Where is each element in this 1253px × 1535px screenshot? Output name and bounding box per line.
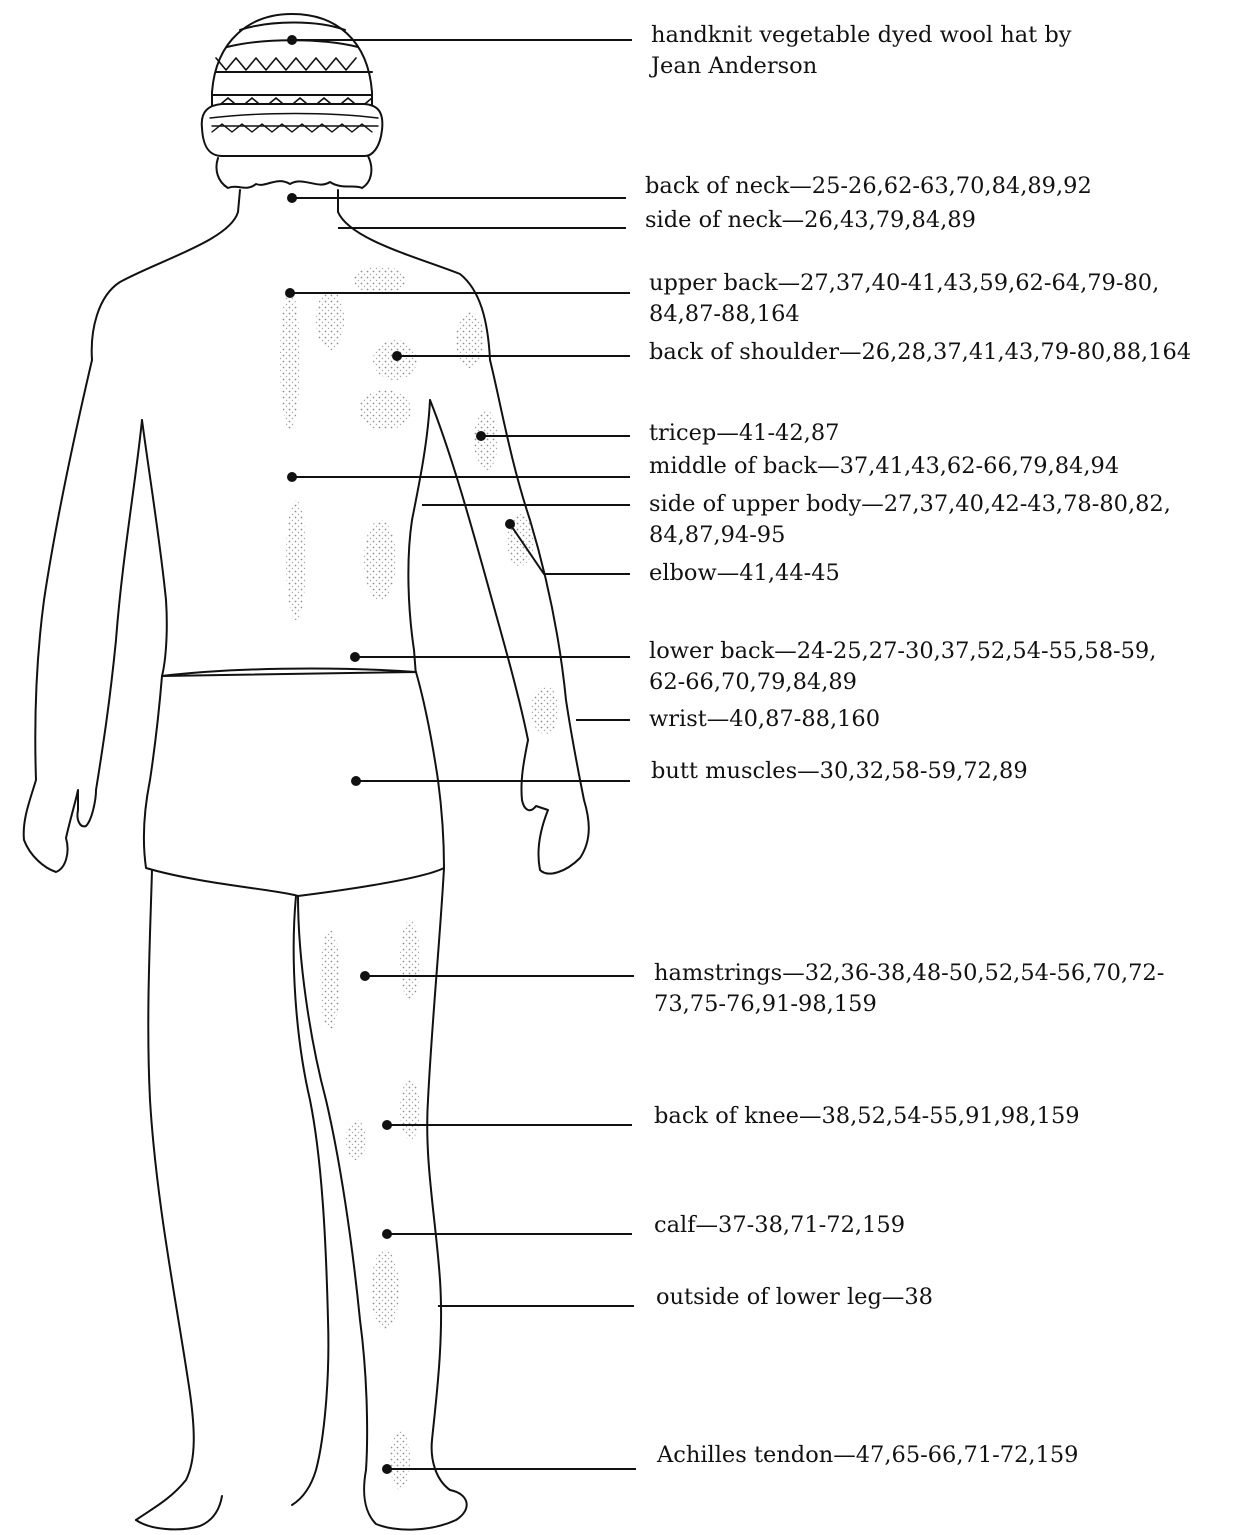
- label-line: calf—37-38,71-72,159: [654, 1210, 905, 1241]
- hair-drawing: [216, 156, 371, 188]
- label-lower-back: lower back—24-25,27-30,37,52,54-55,58-59…: [649, 636, 1156, 698]
- label-side-of-neck: side of neck—26,43,79,84,89: [645, 205, 976, 236]
- label-line: outside of lower leg—38: [656, 1282, 933, 1313]
- label-line: middle of back—37,41,43,62-66,79,84,94: [649, 451, 1119, 482]
- label-elbow: elbow—41,44-45: [649, 558, 840, 589]
- label-back-of-neck: back of neck—25-26,62-63,70,84,89,92: [645, 171, 1092, 202]
- label-line: hamstrings—32,36-38,48-50,52,54-56,70,72…: [654, 958, 1164, 989]
- label-back-of-knee: back of knee—38,52,54-55,91,98,159: [654, 1101, 1080, 1132]
- label-line: 84,87,94-95: [649, 520, 1171, 551]
- label-line: butt muscles—30,32,58-59,72,89: [651, 756, 1028, 787]
- label-line: Jean Anderson: [651, 51, 1071, 82]
- label-line: 62-66,70,79,84,89: [649, 667, 1156, 698]
- label-back-of-shoulder: back of shoulder—26,28,37,41,43,79-80,88…: [649, 337, 1191, 368]
- label-line: back of knee—38,52,54-55,91,98,159: [654, 1101, 1080, 1132]
- label-achilles-tendon: Achilles tendon—47,65-66,71-72,159: [657, 1440, 1079, 1471]
- label-line: 73,75-76,91-98,159: [654, 989, 1164, 1020]
- label-outside-of-lower-leg: outside of lower leg—38: [656, 1282, 933, 1313]
- label-upper-back: upper back—27,37,40-41,43,59,62-64,79-80…: [649, 268, 1159, 330]
- label-line: side of upper body—27,37,40,42-43,78-80,…: [649, 489, 1171, 520]
- label-line: upper back—27,37,40-41,43,59,62-64,79-80…: [649, 268, 1159, 299]
- label-hamstrings: hamstrings—32,36-38,48-50,52,54-56,70,72…: [654, 958, 1164, 1020]
- label-line: 84,87-88,164: [649, 299, 1159, 330]
- label-middle-of-back: middle of back—37,41,43,62-66,79,84,94: [649, 451, 1119, 482]
- label-line: Achilles tendon—47,65-66,71-72,159: [657, 1440, 1079, 1471]
- label-line: lower back—24-25,27-30,37,52,54-55,58-59…: [649, 636, 1156, 667]
- label-side-of-upper-body: side of upper body—27,37,40,42-43,78-80,…: [649, 489, 1171, 551]
- label-line: back of shoulder—26,28,37,41,43,79-80,88…: [649, 337, 1191, 368]
- label-wrist: wrist—40,87-88,160: [649, 704, 880, 735]
- label-line: elbow—41,44-45: [649, 558, 840, 589]
- label-line: wrist—40,87-88,160: [649, 704, 880, 735]
- label-hat: handknit vegetable dyed wool hat by Jean…: [651, 20, 1071, 82]
- label-line: back of neck—25-26,62-63,70,84,89,92: [645, 171, 1092, 202]
- label-line: handknit vegetable dyed wool hat by: [651, 20, 1071, 51]
- label-line: side of neck—26,43,79,84,89: [645, 205, 976, 236]
- label-tricep: tricep—41-42,87: [649, 418, 839, 449]
- label-line: tricep—41-42,87: [649, 418, 839, 449]
- label-calf: calf—37-38,71-72,159: [654, 1210, 905, 1241]
- label-butt-muscles: butt muscles—30,32,58-59,72,89: [651, 756, 1028, 787]
